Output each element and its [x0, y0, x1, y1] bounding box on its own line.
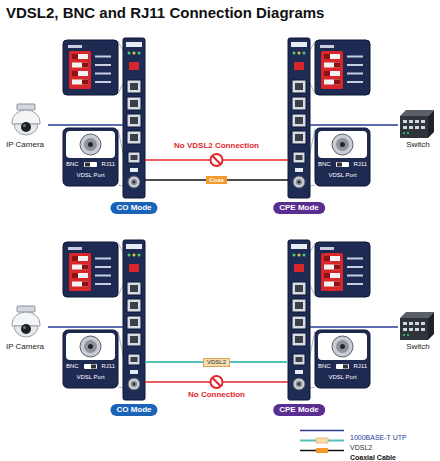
no-sign [211, 154, 223, 166]
port-label: RJ11 [91, 161, 115, 168]
port-label: BNC [318, 161, 342, 168]
device-box: Switch [398, 102, 438, 152]
selector-knob [91, 365, 96, 369]
legend-sample [316, 438, 328, 443]
legend-row: VDSL2 [350, 436, 372, 445]
device-caption: Switch [406, 140, 430, 150]
bnc-zoom [315, 128, 370, 186]
device-box: Switch [398, 304, 438, 354]
legend-sample [300, 430, 344, 432]
device-caption: IP Camera [6, 140, 44, 150]
converter-graphic [123, 38, 145, 198]
no-sign [211, 154, 223, 166]
port-label: BNC [66, 161, 90, 168]
switch-icon [400, 110, 434, 138]
port-label: VDSL Port [315, 172, 370, 179]
device-box: IP Camera [2, 102, 48, 152]
no-sign [212, 156, 220, 164]
legend-sample [316, 448, 328, 453]
legend-row: 1000BASE-T UTP [350, 426, 407, 435]
port-label: VDSL Port [315, 374, 370, 381]
mode-badge: CPE Mode [273, 202, 325, 214]
device-caption: IP Camera [6, 342, 44, 352]
converter-graphic [288, 38, 310, 198]
cable-label: Coax [206, 176, 227, 184]
device-caption: Switch [406, 342, 430, 352]
selector-knob [337, 163, 342, 167]
cable-line [48, 326, 123, 328]
legend-text: Coaxial Cable [350, 454, 396, 461]
port-label: VDSL Port [63, 172, 118, 179]
mode-badge: CO Mode [110, 202, 157, 214]
camera-icon [12, 104, 40, 135]
legend-text: VDSL2 [350, 444, 372, 451]
dip-zoom [63, 40, 118, 95]
cable-line [48, 124, 123, 126]
cable-label: No VDSL2 Connection [172, 141, 261, 151]
converter-device: CO Mode [123, 38, 145, 198]
device-box: IP Camera [2, 304, 48, 354]
cable-line [310, 326, 398, 328]
converter-device: CO Mode [123, 240, 145, 400]
no-sign [212, 378, 220, 386]
selector-knob [343, 365, 348, 369]
selector-knob [85, 163, 90, 167]
port-label: BNC [318, 363, 342, 370]
cable-label: No Connection [186, 390, 247, 400]
port-label: BNC [66, 363, 90, 370]
converter-device: CPE Mode [288, 240, 310, 400]
diagram-title: VDSL2, BNC and RJ11 Connection Diagrams [6, 4, 324, 22]
port-label: RJ11 [91, 363, 115, 370]
cable-label: VDSL2 [203, 358, 230, 367]
mode-badge: CO Mode [110, 404, 157, 416]
dip-zoom [315, 40, 370, 95]
bnc-zoom [63, 128, 118, 186]
connection-row [12, 38, 434, 198]
cable-line [310, 124, 398, 126]
legend-text: 1000BASE-T UTP [350, 434, 407, 441]
no-sign [211, 376, 223, 388]
port-label: RJ11 [343, 363, 367, 370]
legend-row: Coaxial Cable [350, 446, 396, 455]
port-label: RJ11 [343, 161, 367, 168]
connection-row [12, 240, 434, 400]
mode-badge: CPE Mode [273, 404, 325, 416]
no-sign [211, 376, 223, 388]
port-label: VDSL Port [63, 374, 118, 381]
converter-device: CPE Mode [288, 38, 310, 198]
